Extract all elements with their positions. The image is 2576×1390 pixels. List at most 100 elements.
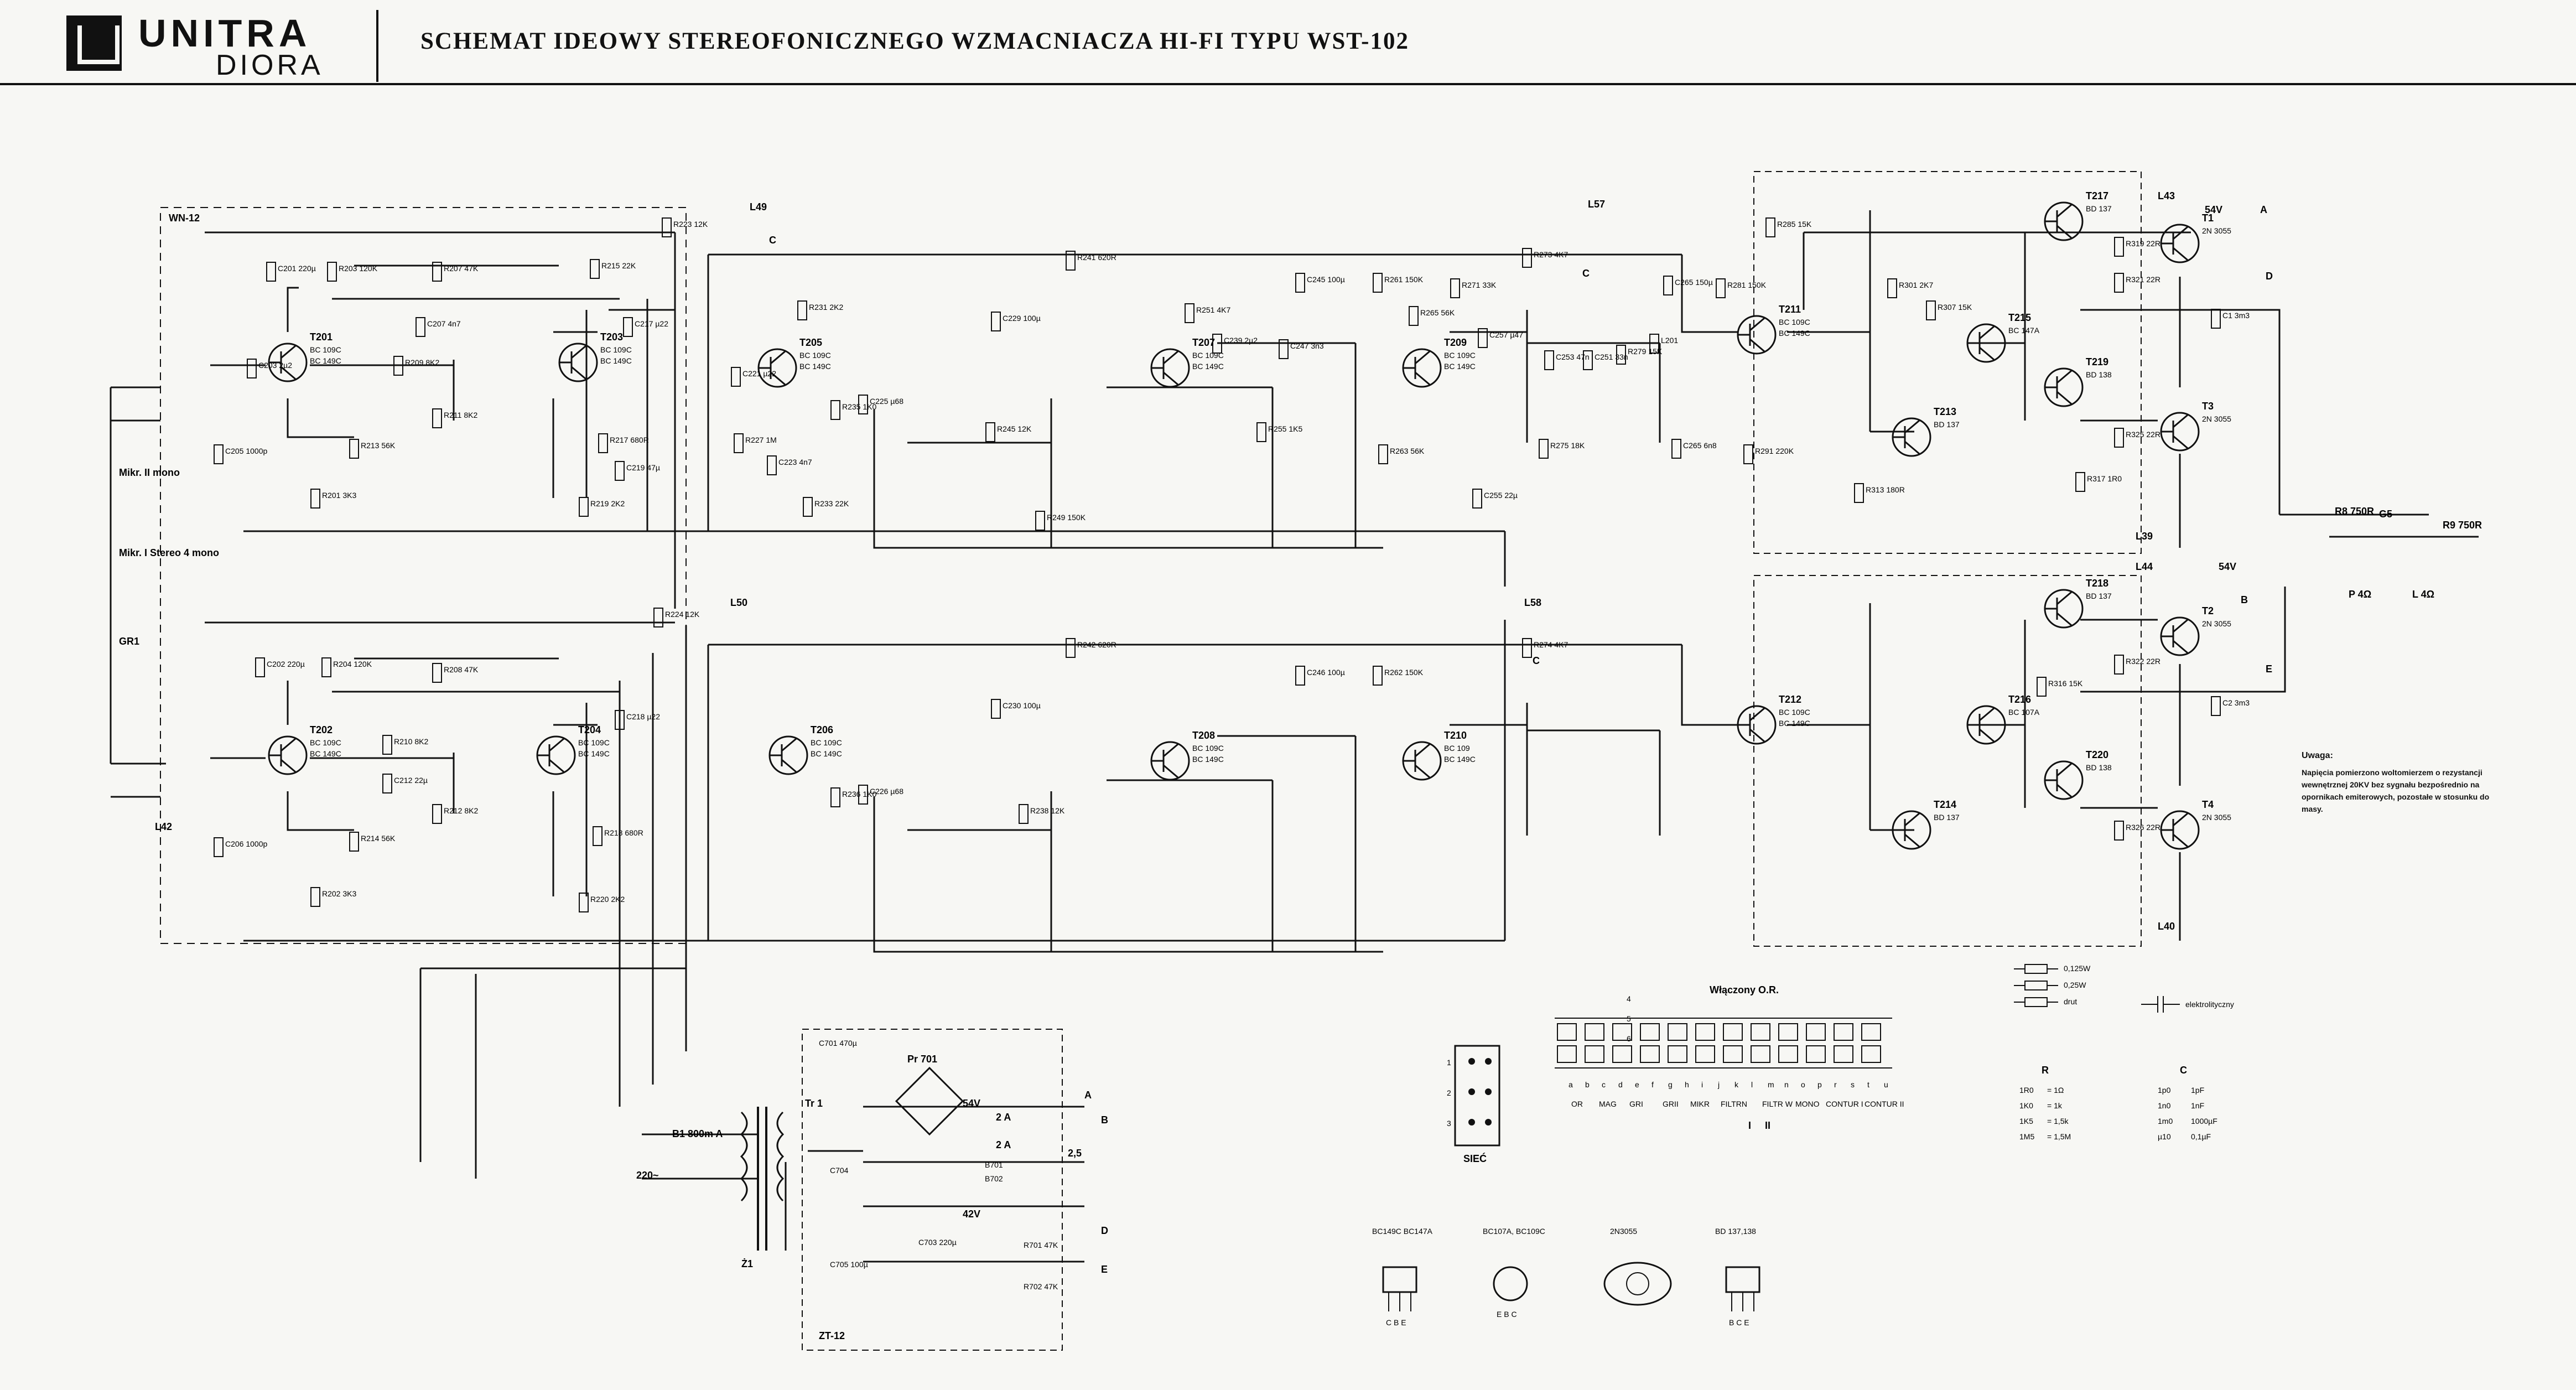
component-label: R307 15K bbox=[1938, 303, 1972, 312]
component-c217: C217 µ22 bbox=[623, 317, 668, 337]
component-label: C206 1000p bbox=[225, 839, 268, 848]
switch-letter: m bbox=[1768, 1080, 1774, 1089]
component-label: C225 µ68 bbox=[870, 397, 903, 406]
component-label: C226 µ68 bbox=[870, 787, 903, 796]
svg-text:E: E bbox=[1101, 1264, 1108, 1275]
component-r227: R227 1M bbox=[734, 433, 777, 453]
cap-c705: C705 100µ bbox=[830, 1260, 868, 1269]
component-label: C257 µ47 bbox=[1489, 330, 1523, 339]
svg-text:D: D bbox=[1101, 1225, 1108, 1236]
component-r224: R224 12K bbox=[653, 608, 700, 627]
transistor-type: BC 149C bbox=[1192, 755, 1224, 764]
switch-contact-icon bbox=[1806, 1023, 1826, 1041]
component-label: C217 µ22 bbox=[635, 319, 668, 328]
node-label: A bbox=[2260, 204, 2267, 215]
component-r322: R322 22R bbox=[2114, 655, 2160, 675]
component-label: R313 180R bbox=[1866, 485, 1905, 494]
switch-contact-icon bbox=[1834, 1045, 1853, 1063]
package-label: BD 137,138 bbox=[1715, 1227, 1756, 1236]
switch-contact-icon bbox=[1861, 1045, 1881, 1063]
transistor-type: BC 109C bbox=[600, 345, 632, 354]
component-label: R233 22K bbox=[814, 499, 849, 508]
to3-package-icon bbox=[1603, 1262, 1672, 1306]
power-amp-lower-box bbox=[1753, 575, 2142, 947]
component-r211: R211 8K2 bbox=[432, 408, 477, 428]
legend-c-value: 0,1µF bbox=[2191, 1132, 2211, 1141]
component-label: R209 8K2 bbox=[405, 358, 439, 367]
legend-r-code: 1M5 bbox=[2019, 1132, 2034, 1141]
fuse-b: 2 A bbox=[996, 1139, 1011, 1150]
notes-body: Napięcia pomierzono woltomierzem o rezys… bbox=[2302, 768, 2490, 813]
switch-contact-icon bbox=[1612, 1023, 1632, 1041]
component-label: C251 33n bbox=[1595, 352, 1628, 361]
component-label: R317 1R0 bbox=[2087, 474, 2122, 483]
transistor-type: BD 137 bbox=[2086, 592, 2112, 600]
component-c255: C255 22µ bbox=[1472, 489, 1518, 509]
transistor-type: BC 149C bbox=[799, 362, 831, 371]
header: UNITRA DIORA SCHEMAT IDEOWY STEREOFONICZ… bbox=[0, 0, 2576, 85]
component-r251: R251 4K7 bbox=[1185, 303, 1230, 323]
cap-c704: C704 bbox=[830, 1166, 849, 1175]
switch-letter: g bbox=[1668, 1080, 1673, 1089]
resistor-icon bbox=[2024, 997, 2048, 1007]
component-label: R220 2K2 bbox=[590, 895, 625, 904]
switch-name: CONTUR II bbox=[1865, 1099, 1904, 1108]
transistor-type: BD 137 bbox=[2086, 204, 2112, 213]
component-label: R208 47K bbox=[444, 665, 479, 674]
resistor-icon bbox=[2024, 964, 2048, 974]
package-pins: B C E bbox=[1729, 1318, 1749, 1327]
component-r285: R285 15K bbox=[1765, 217, 1812, 237]
legend-c-header: C bbox=[2180, 1065, 2187, 1076]
lamp-label: Ż1 bbox=[741, 1258, 753, 1269]
transistor-type: BC 149C bbox=[310, 749, 341, 758]
switch-letter: s bbox=[1851, 1080, 1855, 1089]
component-label: R321 22R bbox=[2126, 275, 2160, 284]
transistor-ref: T207 bbox=[1192, 337, 1215, 348]
component-label: R273 4K7 bbox=[1534, 250, 1568, 259]
switch-contact-icon bbox=[1695, 1023, 1715, 1041]
transistor-type: BC 149C bbox=[600, 356, 632, 365]
switch-contact-icon bbox=[1806, 1045, 1826, 1063]
component-r262: R262 150K bbox=[1373, 666, 1424, 686]
transistor-type: BC 109C bbox=[1779, 318, 1810, 326]
component-r317: R317 1R0 bbox=[2075, 472, 2122, 492]
page-title: SCHEMAT IDEOWY STEREOFONICZNEGO WZMACNIA… bbox=[420, 28, 1409, 54]
component-label: C253 47n bbox=[1556, 352, 1590, 361]
switch-contact-icon bbox=[1557, 1045, 1577, 1063]
component-r209: R209 8K2 bbox=[393, 356, 439, 376]
component-label: C230 100µ bbox=[1003, 701, 1041, 710]
node-label: R9 750R bbox=[2443, 520, 2482, 531]
transistor-ref: T212 bbox=[1779, 694, 1801, 705]
component-label: R231 2K2 bbox=[809, 303, 843, 312]
component-label: R223 12K bbox=[673, 220, 708, 229]
legend-c-code: 1p0 bbox=[2158, 1086, 2171, 1095]
transistor-type: BC 149C bbox=[1444, 755, 1476, 764]
component-c212: C212 22µ bbox=[382, 774, 428, 793]
component-r233: R233 22K bbox=[803, 497, 849, 517]
transistor-ref: T210 bbox=[1444, 730, 1467, 741]
transistor-ref: T1 bbox=[2202, 212, 2214, 224]
legend-r-value: = 1k bbox=[2047, 1101, 2063, 1110]
component-label: R325 22R bbox=[2126, 430, 2160, 439]
legend-power-text: 0,25W bbox=[2064, 981, 2086, 989]
node-label: L49 bbox=[750, 201, 767, 212]
siec-rows: 123 bbox=[1447, 1058, 1492, 1128]
package-label: BC107A, BC109C bbox=[1483, 1227, 1545, 1236]
legend-r-code: 1R0 bbox=[2019, 1086, 2034, 1095]
component-label: C265 150µ bbox=[1675, 278, 1713, 287]
